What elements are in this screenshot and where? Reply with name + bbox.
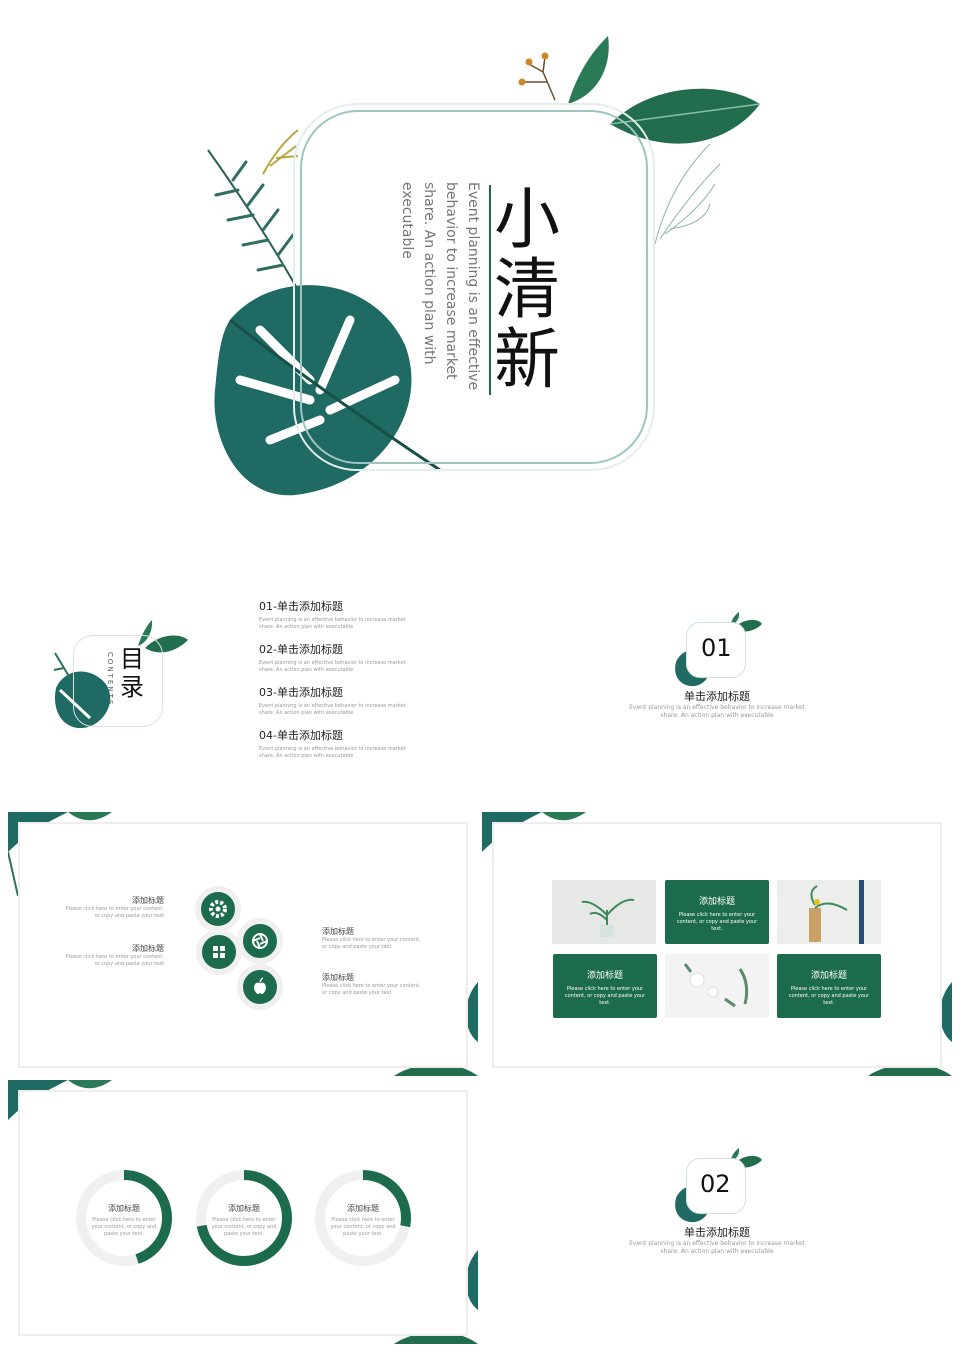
ring-progress [196,1170,292,1266]
ring-desc: Please click here to enter your content,… [211,1217,277,1237]
berry-branch-illustration [518,52,556,101]
toc-item-3[interactable]: 03-单击添加标题 Event planning is an effective… [259,684,414,717]
photo-leaves-cups [665,954,769,1018]
cover-accent-bar [489,185,491,395]
section-number: 02 [700,1170,731,1198]
section-number-frame [686,622,746,678]
windows-icon-circle[interactable] [196,929,242,975]
left-item-1: 添加标题 Please click here to enter your con… [60,895,164,920]
slide-frame [492,822,942,1068]
section-number: 01 [701,634,732,662]
item-desc: Please click here to enter your content,… [322,937,421,950]
slide-frame [18,1090,468,1336]
toc-item-4[interactable]: 04-单击添加标题 Event planning is an effective… [259,727,414,760]
left-item-2: 添加标题 Please click here to enter your con… [60,943,164,968]
ring-label-3: 添加标题 Please click here to enter your con… [313,1203,413,1238]
toc-item-label: 04-单击添加标题 [259,729,343,742]
windows-icon [213,946,225,958]
item-desc: Please click here to enter your content,… [322,983,421,996]
item-desc: Please click here to enter your content,… [65,954,164,967]
tile-title: 添加标题 [586,971,623,981]
item-desc: Please click here to enter your content,… [65,906,164,919]
tile-desc: Please click here to enter your content,… [788,986,870,1006]
tile-desc: Please click here to enter your content,… [676,912,758,932]
toc-item-desc: Event planning is an effective behavior … [259,703,406,716]
grid-tile-2[interactable]: 添加标题 Please click here to enter your con… [553,954,657,1018]
section-title: 单击添加标题 [684,690,750,703]
cover-title: 小清新 [494,181,560,398]
contents-title: 目录 [120,645,144,701]
section-desc: Event planning is an effective behavior … [629,1240,805,1255]
right-item-2: 添加标题 Please click here to enter your con… [322,972,426,997]
tile-title: 添加标题 [810,971,847,981]
aperture-icon-circle[interactable] [237,918,283,964]
toc-item-label: 02-单击添加标题 [259,643,343,656]
contents-frame [73,635,163,727]
section-desc: Event planning is an effective behavior … [629,704,805,719]
ring-progress [76,1170,172,1266]
ring-chart-2 [196,1170,292,1266]
ring-title: 添加标题 [108,1204,140,1213]
ring-title: 添加标题 [228,1204,260,1213]
grid-tile-1[interactable]: 添加标题 Please click here to enter your con… [665,880,769,944]
cover-subtitle: Event planning is an effective behavior … [399,182,481,391]
apple-icon-circle[interactable] [237,964,283,1010]
toc-item-desc: Event planning is an effective behavior … [259,746,406,759]
photo-plant-vase [552,880,656,944]
toc-item-2[interactable]: 02-单击添加标题 Event planning is an effective… [259,641,414,674]
gear-icon [209,900,227,918]
banana-leaf-illustration [568,36,761,245]
toc-item-desc: Event planning is an effective behavior … [259,617,406,630]
fern-illustration [207,149,299,290]
ring-chart-1 [76,1170,172,1266]
item-title: 添加标题 [322,927,354,936]
toc-item-label: 01-单击添加标题 [259,600,343,613]
tile-desc: Please click here to enter your content,… [564,986,646,1006]
aperture-icon [252,933,268,949]
ring-title: 添加标题 [347,1204,379,1213]
ring-label-1: 添加标题 Please click here to enter your con… [74,1203,174,1238]
item-title: 添加标题 [322,973,354,982]
section-title: 单击添加标题 [684,1226,750,1239]
ring-label-2: 添加标题 Please click here to enter your con… [194,1203,294,1238]
item-title: 添加标题 [132,944,164,953]
contents-subtitle-en: CONTENTS [106,652,114,707]
ring-desc: Please click here to enter your content,… [330,1217,396,1237]
cover-frame-outer [293,103,655,471]
toc-item-desc: Event planning is an effective behavior … [259,660,406,673]
monstera-leaf-illustration [214,285,441,496]
grid-tile-3[interactable]: 添加标题 Please click here to enter your con… [777,954,881,1018]
photo-flower-window [777,880,881,944]
section-number-frame [686,1158,746,1214]
right-item-1: 添加标题 Please click here to enter your con… [322,926,426,951]
apple-icon [254,977,266,994]
ring-desc: Please click here to enter your content,… [91,1217,157,1237]
toc-item-1[interactable]: 01-单击添加标题 Event planning is an effective… [259,598,414,631]
cover-frame-inner [300,110,648,464]
ring-chart-3 [315,1170,411,1266]
item-title: 添加标题 [132,896,164,905]
ring-progress [315,1170,411,1266]
tile-title: 添加标题 [698,897,735,907]
gear-icon-circle[interactable] [195,886,241,932]
toc-item-label: 03-单击添加标题 [259,686,343,699]
